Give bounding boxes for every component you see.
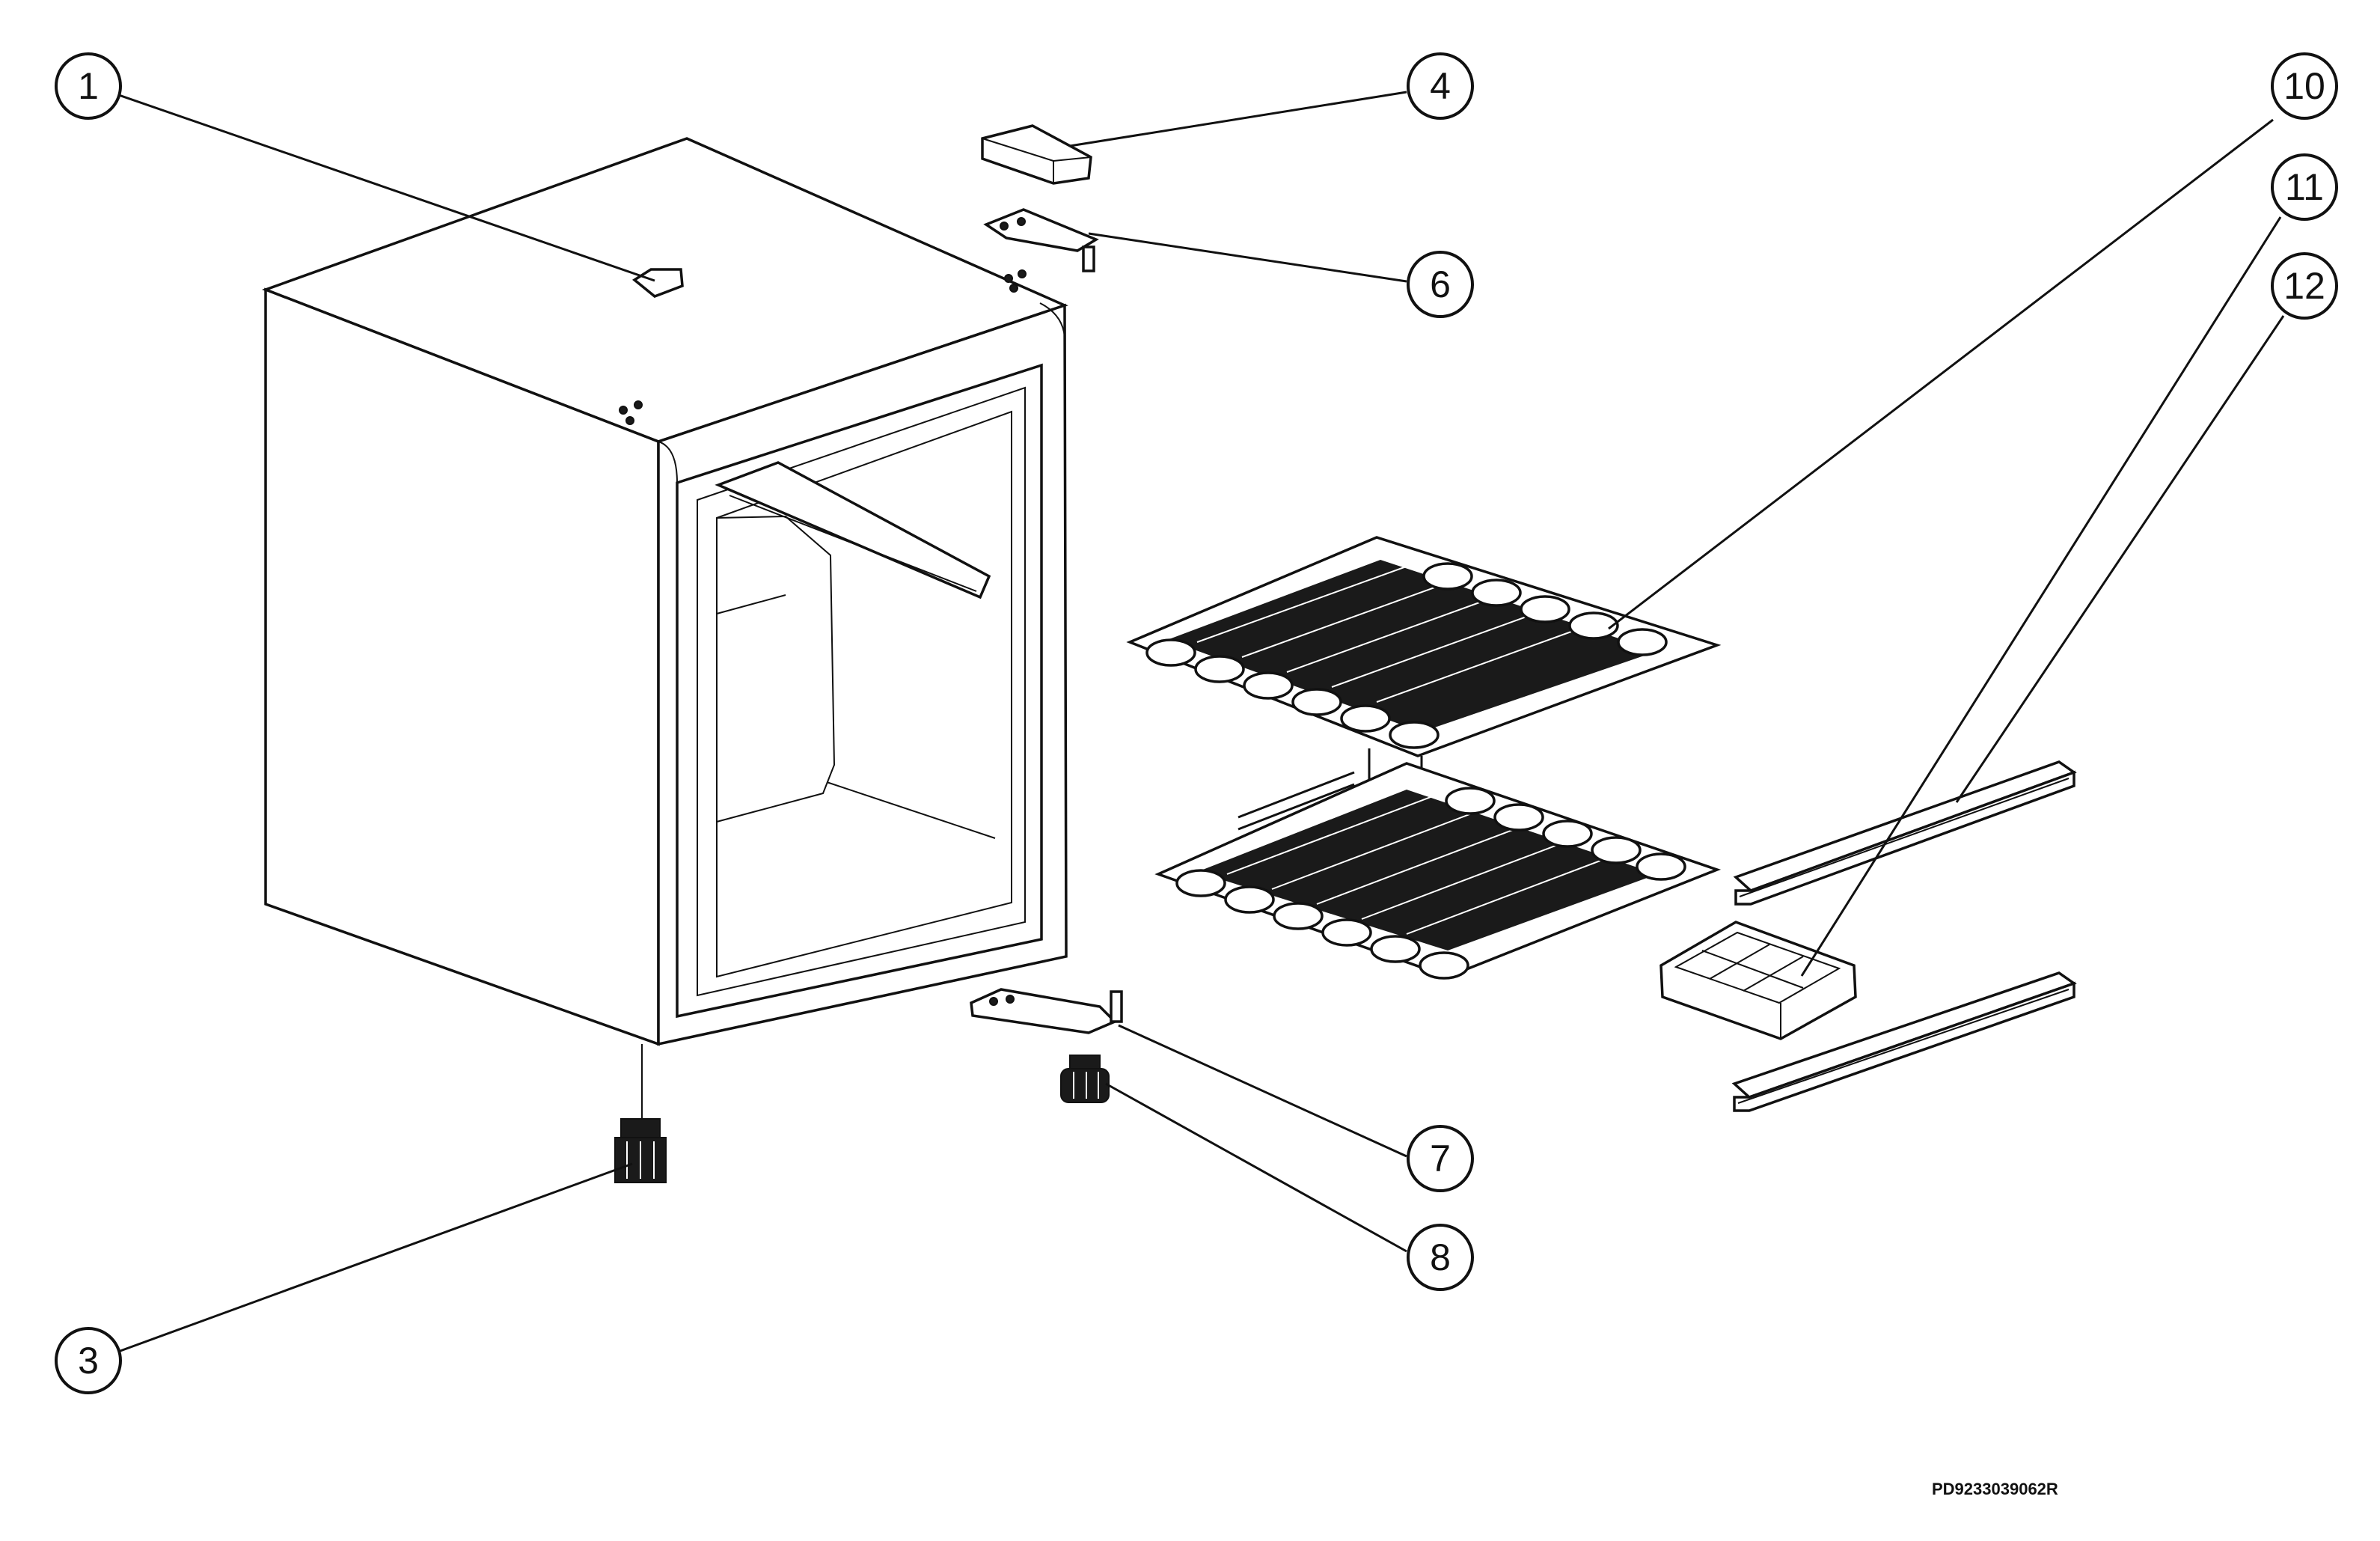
callout-8: 8 (1407, 1224, 1474, 1291)
callout-12: 12 (2271, 252, 2338, 320)
thermostat-knob (632, 268, 684, 298)
callout-1-label: 1 (78, 65, 99, 107)
shelf-rail-lower (1731, 971, 2077, 1112)
callout-1: 1 (55, 52, 122, 120)
callout-4: 4 (1407, 52, 1474, 120)
callout-7: 7 (1407, 1125, 1474, 1192)
callout-11-label: 11 (2285, 166, 2324, 208)
callout-4-label: 4 (1430, 65, 1451, 107)
leveling-foot-left (614, 1044, 667, 1183)
evaporator-lower (1154, 762, 1722, 980)
callout-6: 6 (1407, 251, 1474, 318)
callout-10: 10 (2271, 52, 2338, 120)
callout-3: 3 (55, 1327, 122, 1394)
callout-7-label: 7 (1430, 1138, 1451, 1180)
ice-cube-tray (1659, 921, 1857, 1040)
callout-6-label: 6 (1430, 263, 1451, 305)
evaporator-upper (1126, 536, 1722, 757)
drawing-code: PD9233039062R (1932, 1480, 2058, 1498)
callout-11: 11 (2271, 153, 2338, 221)
cabinet (261, 137, 1068, 1046)
top-hinge (983, 208, 1099, 272)
shelf-rail-upper (1733, 760, 2077, 906)
callout-3-label: 3 (78, 1340, 99, 1382)
callout-12-label: 12 (2283, 265, 2325, 307)
hinge-cover (981, 124, 1092, 185)
callout-8-label: 8 (1430, 1236, 1451, 1278)
leader-lines (114, 91, 2285, 1353)
callout-10-label: 10 (2283, 65, 2325, 107)
leveling-foot-right (1060, 1055, 1110, 1103)
bottom-hinge (970, 988, 1123, 1034)
